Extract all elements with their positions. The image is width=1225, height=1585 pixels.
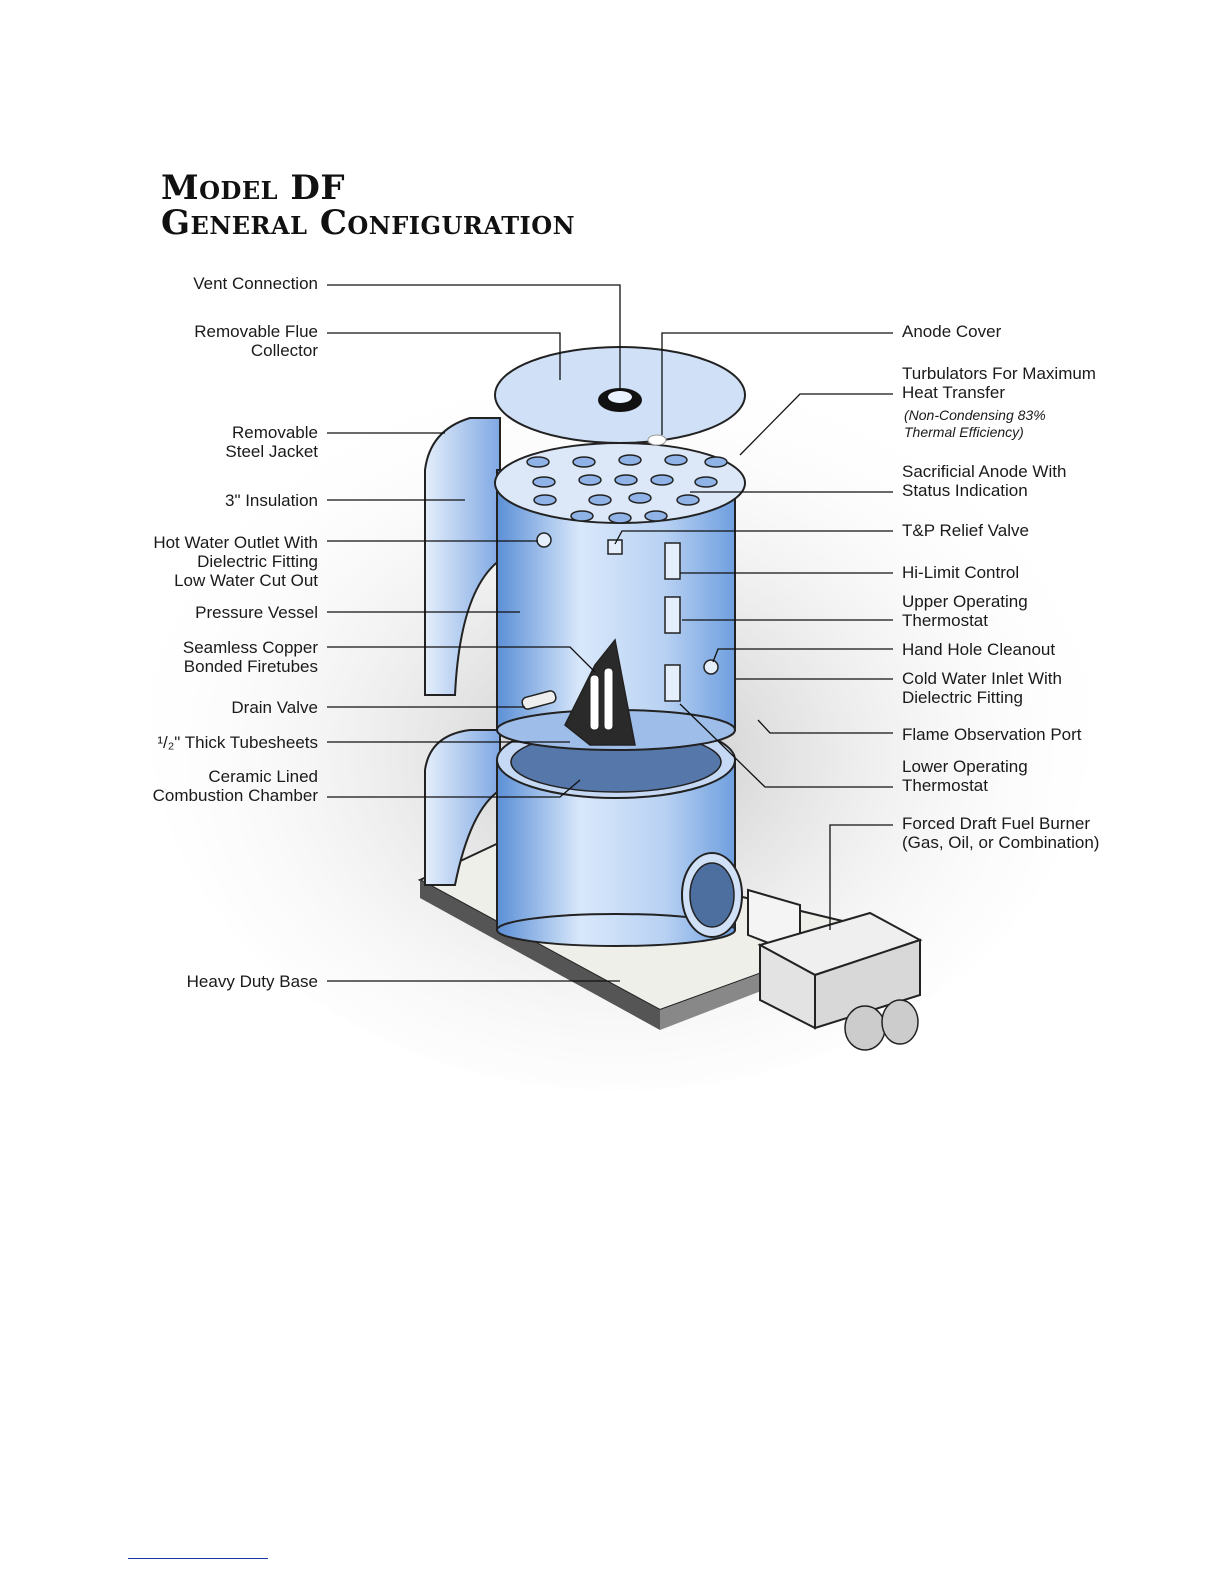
label-tubesheets: ¹/₂" Thick Tubesheets bbox=[157, 733, 318, 752]
firetube-cutaway bbox=[564, 638, 636, 746]
label-tp-relief-valve: T&P Relief Valve bbox=[902, 521, 1029, 540]
label-cold-water-inlet: Cold Water Inlet With Dielectric Fitting bbox=[902, 669, 1062, 707]
label-sacrificial-anode: Sacrificial Anode With Status Indication bbox=[902, 462, 1067, 500]
title-configuration: General Configuration bbox=[161, 203, 576, 243]
label-combustion-chamber: Ceramic Lined Combustion Chamber bbox=[152, 767, 318, 805]
label-hot-water-outlet: Hot Water Outlet With Dielectric Fitting… bbox=[153, 533, 318, 590]
label-insulation: 3" Insulation bbox=[225, 491, 318, 510]
label-hand-hole-cleanout: Hand Hole Cleanout bbox=[902, 640, 1056, 659]
label-anode-cover: Anode Cover bbox=[902, 322, 1002, 341]
firetube-holes bbox=[526, 454, 728, 524]
label-turbulators-note: (Non-Condensing 83% Thermal Efficiency) bbox=[904, 407, 1046, 440]
label-flue-collector: Removable Flue Collector bbox=[194, 322, 318, 360]
label-drain-valve: Drain Valve bbox=[231, 698, 318, 717]
controls bbox=[536, 532, 719, 702]
label-lower-thermostat: Lower Operating Thermostat bbox=[902, 757, 1028, 795]
label-steel-jacket: Removable Steel Jacket bbox=[225, 423, 318, 461]
label-vent-connection: Vent Connection bbox=[193, 274, 318, 293]
footer-rule bbox=[128, 1558, 268, 1559]
label-pressure-vessel: Pressure Vessel bbox=[195, 603, 318, 622]
drain-valve bbox=[521, 690, 557, 710]
title-model: Model DF bbox=[161, 168, 345, 208]
label-flame-observation-port: Flame Observation Port bbox=[902, 725, 1082, 744]
label-hi-limit-control: Hi-Limit Control bbox=[902, 563, 1020, 582]
label-upper-thermostat: Upper Operating Thermostat bbox=[902, 592, 1028, 630]
label-heavy-duty-base: Heavy Duty Base bbox=[186, 972, 318, 991]
burner-assembly bbox=[681, 852, 923, 1051]
label-fuel-burner: Forced Draft Fuel Burner (Gas, Oil, or C… bbox=[902, 814, 1100, 852]
label-firetubes: Seamless Copper Bonded Firetubes bbox=[182, 638, 318, 676]
label-turbulators: Turbulators For Maximum Heat Transfer bbox=[902, 364, 1096, 402]
leader-lines bbox=[327, 284, 893, 982]
